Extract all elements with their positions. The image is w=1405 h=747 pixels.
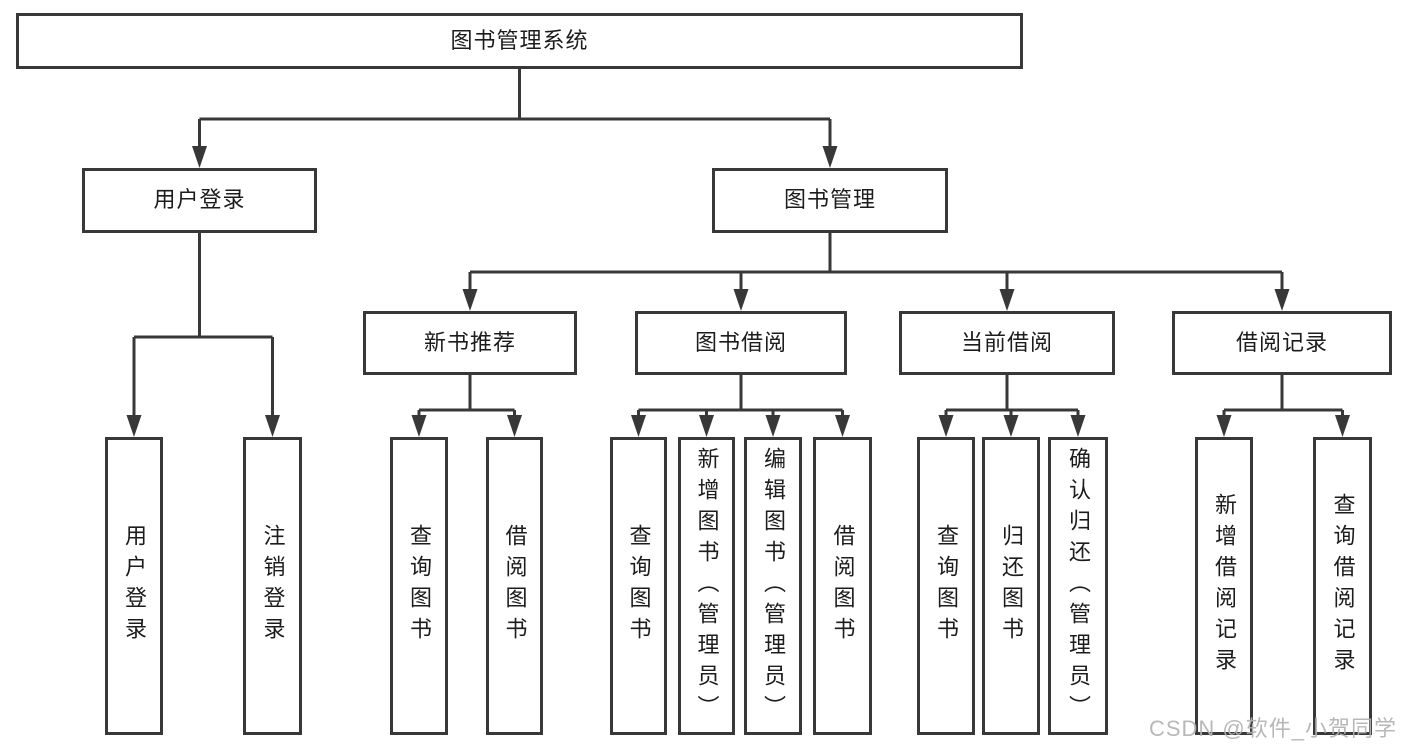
node-book-borrowing: 图书借阅 [635,311,847,375]
node-current-borrowing: 当前借阅 [899,311,1115,375]
leaf-borrow-books-2: 借阅图书 [813,437,872,735]
leaf-add-books-admin: 新增图书（管理员） [678,437,735,735]
csdn-watermark: CSDN @软件_小贺同学 [1148,716,1397,741]
leaf-edit-books-admin: 编辑图书（管理员） [744,437,802,735]
leaf-query-books-3: 查询图书 [917,437,975,735]
node-user-login: 用户登录 [82,168,317,233]
node-book-management: 图书管理 [712,168,948,233]
leaf-query-borrow-record: 查询借阅记录 [1313,437,1372,735]
node-new-book-recommend: 新书推荐 [363,311,577,375]
node-borrow-records: 借阅记录 [1172,311,1392,375]
node-root-system: 图书管理系统 [16,13,1023,69]
leaf-query-books-2: 查询图书 [610,437,667,735]
leaf-user-login: 用户登录 [105,437,163,735]
leaf-query-books-1: 查询图书 [390,437,448,735]
leaf-add-borrow-record: 新增借阅记录 [1195,437,1253,735]
leaf-logout: 注销登录 [243,437,302,735]
leaf-confirm-return-admin: 确认归还（管理员） [1048,437,1108,735]
leaf-borrow-books-1: 借阅图书 [486,437,543,735]
leaf-return-books: 归还图书 [982,437,1040,735]
